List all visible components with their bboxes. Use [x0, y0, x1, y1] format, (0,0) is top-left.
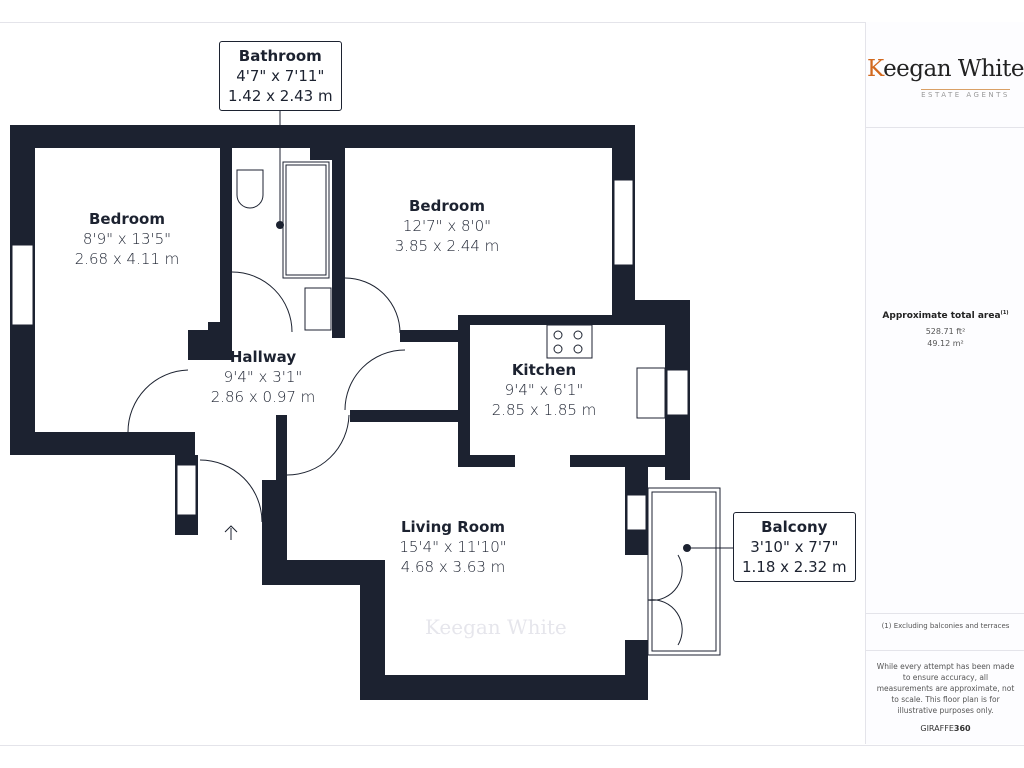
area-note-mark: (1) [1000, 310, 1009, 316]
room-imperial: 8'9" x 13'5" [82, 230, 172, 248]
room-imperial: 15'4" x 11'10" [399, 538, 507, 556]
room-name: Living Room [400, 518, 506, 536]
room-metric: 1.18 x 2.32 m [742, 558, 847, 576]
logo-subtitle: ESTATE AGENTS [921, 89, 1010, 99]
room-metric: 2.85 x 1.85 m [491, 401, 597, 419]
room-label-living-room: Living Room 15'4" x 11'10" 4.68 x 3.63 m [399, 517, 506, 577]
logo-section: Keegan White ESTATE AGENTS [866, 22, 1024, 128]
room-name: Bedroom [89, 210, 165, 228]
area-section: Approximate total area(1) 528.71 ft² 49.… [866, 128, 1024, 614]
room-imperial: 3'10" x 7'7" [750, 538, 839, 556]
room-imperial: 12'7" x 8'0" [402, 217, 492, 235]
footnote: (1) Excluding balconies and terraces [881, 622, 1010, 630]
room-label-bedroom-1: Bedroom 8'9" x 13'5" 2.68 x 4.11 m [75, 209, 180, 269]
room-metric: 2.68 x 4.11 m [74, 250, 180, 268]
watermark: Keegan White [425, 615, 567, 639]
room-label-bedroom-2: Bedroom 12'7" x 8'0" 3.85 x 2.44 m [395, 196, 500, 256]
disclaimer-section: While every attempt has been made to ens… [866, 651, 1024, 733]
room-imperial: 9'4" x 6'1" [504, 381, 584, 399]
area-title: Approximate total area(1) [866, 310, 1024, 321]
room-metric: 1.42 x 2.43 m [228, 87, 333, 105]
logo-text: eegan White [883, 56, 1024, 82]
room-label-bathroom: Bathroom 4'7" x 7'11" 1.42 x 2.43 m [219, 41, 342, 111]
room-name: Bedroom [409, 197, 485, 215]
brand-a: GIRAFFE [920, 724, 954, 733]
plan-frame [0, 22, 1024, 746]
room-label-kitchen: Kitchen 9'4" x 6'1" 2.85 x 1.85 m [492, 360, 597, 420]
room-metric: 2.86 x 0.97 m [210, 388, 316, 406]
room-metric: 4.68 x 3.63 m [400, 558, 506, 576]
fixtures [127, 110, 733, 656]
disclaimer: While every attempt has been made to ens… [876, 662, 1015, 715]
room-name: Balcony [761, 518, 828, 536]
brand-b: 360 [953, 724, 971, 733]
area-title-text: Approximate total area [882, 311, 1001, 321]
area-m: 49.12 m² [927, 339, 964, 348]
windows [11, 179, 689, 531]
area-ft: 528.71 ft² [925, 327, 966, 336]
info-sidebar: Keegan White ESTATE AGENTS Approximate t… [865, 22, 1024, 744]
footnote-section: (1) Excluding balconies and terraces [866, 614, 1024, 651]
giraffe360-brand: GIRAFFE360 [866, 724, 1024, 733]
room-name: Bathroom [238, 47, 322, 65]
room-imperial: 9'4" x 3'1" [223, 368, 303, 386]
room-name: Hallway [229, 348, 297, 366]
floor-plan [10, 110, 733, 700]
logo: Keegan White [866, 56, 1024, 82]
room-label-balcony: Balcony 3'10" x 7'7" 1.18 x 2.32 m [733, 512, 856, 582]
room-label-hallway: Hallway 9'4" x 3'1" 2.86 x 0.97 m [211, 347, 316, 407]
room-imperial: 4'7" x 7'11" [236, 67, 325, 85]
room-name: Kitchen [511, 361, 577, 379]
room-metric: 3.85 x 2.44 m [394, 237, 500, 255]
